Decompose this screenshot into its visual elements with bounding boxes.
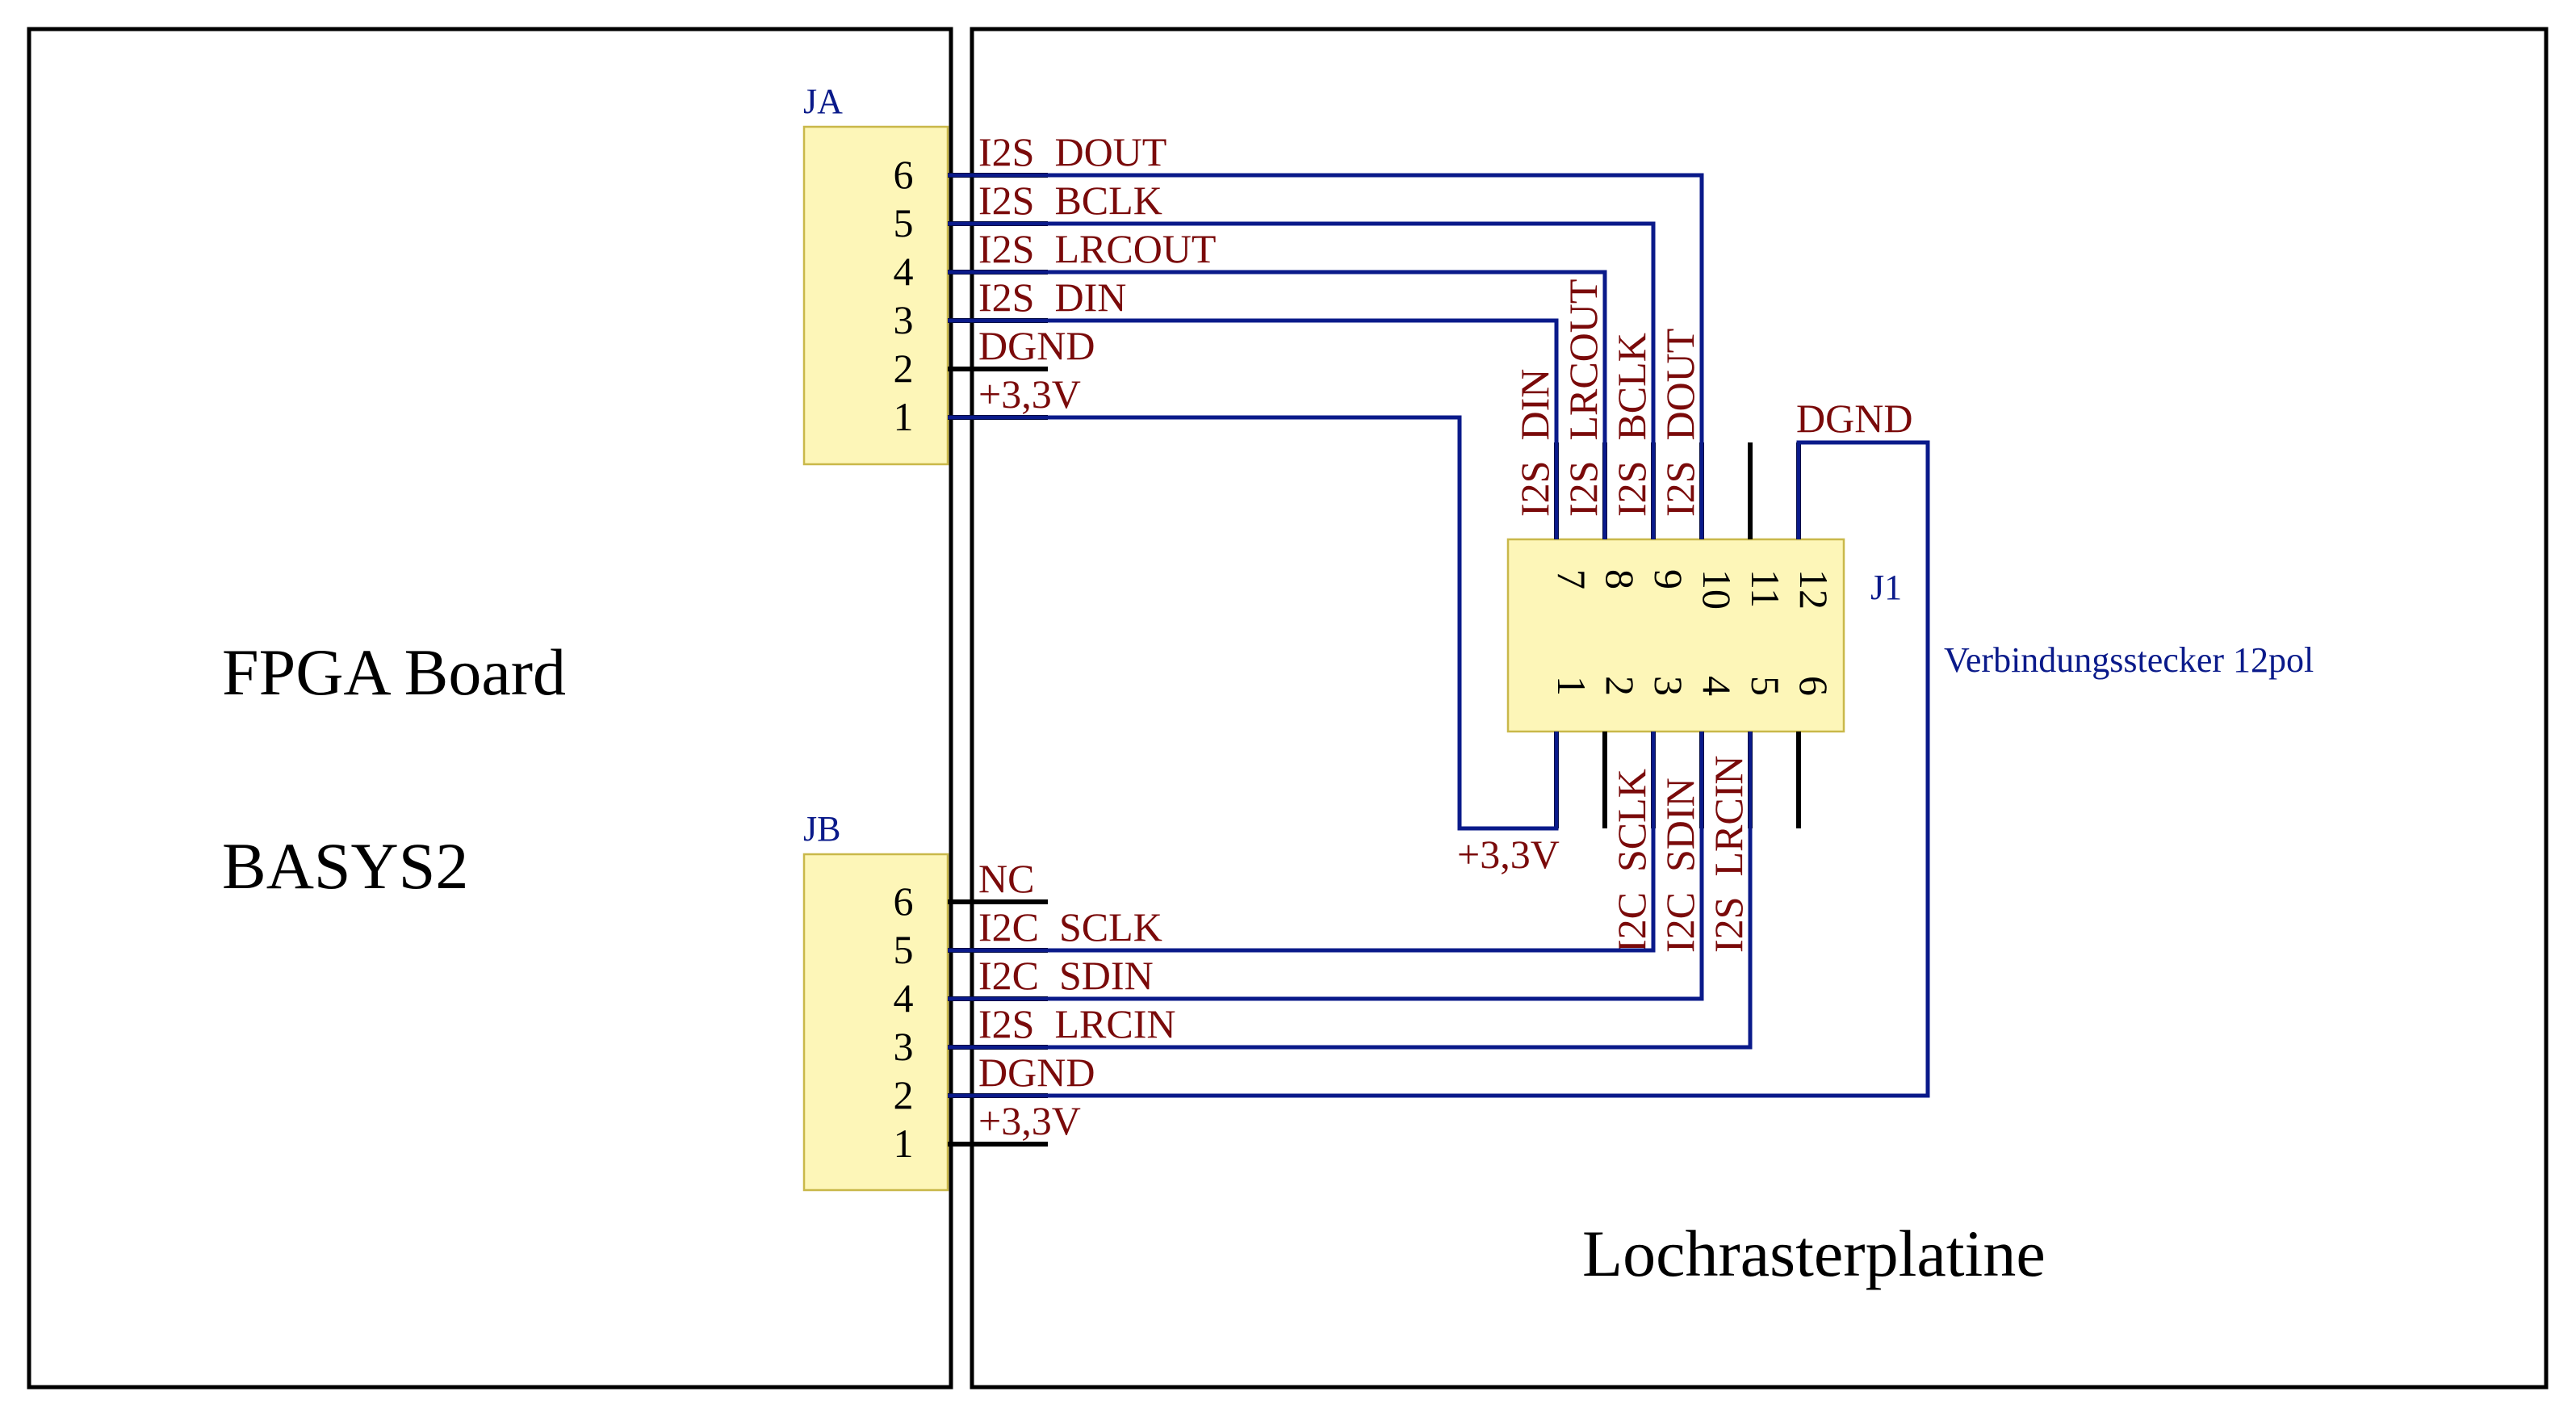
ja-pin-number: 1 [894,394,914,439]
ja-net-label: DGND [978,323,1095,368]
j1-description: Verbindungsstecker 12pol [1944,640,2314,680]
ja-net-label: I2S DIN [978,275,1126,320]
j1-net-label: I2S LRCIN [1706,756,1751,953]
ja-net-label: I2S BCLK [978,178,1162,223]
ja-connector-body [802,125,949,466]
ja-net-label: +3,3V [978,371,1081,417]
j1-pin-number: 12 [1791,569,1837,610]
j1-pin-number: 10 [1694,569,1740,610]
jb-pin-number: 3 [894,1024,914,1069]
j1-bottom-net-labels: I2C SCLK I2C SDIN I2S LRCIN [1609,756,1751,953]
jb-net-label: DGND [978,1050,1095,1095]
wire-dgnd [948,440,1930,1098]
j1-net-label: I2C SDIN [1657,778,1703,953]
wire-i2c-sdin [948,732,1704,1001]
j1-bottom-pin-numbers: 1 2 3 4 5 6 [1549,676,1837,696]
ja-pin-number: 4 [894,249,914,294]
j1-pin-number: 1 [1549,676,1594,696]
j1-connector-body [1506,538,1845,733]
ja-pin-number: 6 [894,152,914,197]
ja-pin-numbers: 6 5 4 3 2 1 [894,152,914,439]
j1-pin-number: 5 [1743,676,1788,696]
ja-designator: JA [803,82,843,121]
jb-net-label: I2C SCLK [978,904,1162,950]
jb-connector-body [802,853,949,1192]
jb-net-label: +3,3V [978,1098,1081,1143]
proto-board-outline [970,27,2549,1390]
jb-pin-number: 1 [894,1121,914,1166]
j1-net-label: I2S LRCOUT [1560,279,1606,517]
jb-pin-numbers: 6 5 4 3 2 1 [894,878,914,1166]
j1-top-pin-numbers: 7 8 9 10 11 12 [1549,569,1837,610]
proto-board-title: Lochrasterplatine [1582,1217,2046,1290]
ja-net-labels: I2S DOUT I2S BCLK I2S LRCOUT I2S DIN DGN… [978,129,1216,417]
fpga-board-outline [27,27,953,1390]
ja-net-label: I2S LRCOUT [978,226,1216,271]
j1-dgnd-label: DGND [1796,396,1912,441]
jb-net-label: I2C SDIN [978,953,1154,998]
wire-i2s-lrcout [948,270,1607,539]
wire-i2s-dout [948,173,1704,539]
j1-pin-number: 11 [1743,569,1788,608]
wires [948,173,1930,1098]
j1-pin-number: 4 [1694,676,1740,696]
jb-designator: JB [803,809,840,849]
j1-pin-number: 2 [1598,676,1643,696]
j1-pin-number: 6 [1791,676,1837,696]
jb-net-label: NC [978,856,1034,901]
jb-pin-number: 2 [894,1072,914,1117]
j1-net-label: I2S DOUT [1657,329,1703,517]
j1-net-label: I2S BCLK [1609,333,1654,517]
wire-i2s-din [948,318,1559,539]
j1-net-label: I2S DIN [1512,369,1557,517]
j1-pin-number: 3 [1646,676,1691,696]
jb-net-label: I2S LRCIN [978,1001,1175,1046]
ja-net-label: I2S DOUT [978,129,1167,174]
j1-power-label: +3,3V [1457,832,1560,877]
ja-pin-number: 2 [894,346,914,391]
j1-pin-number: 7 [1549,569,1594,589]
j1-pin-number: 9 [1646,569,1691,589]
jb-pin-number: 6 [894,878,914,924]
wire-3v3 [948,415,1559,831]
wire-i2c-sclk [948,732,1656,953]
j1-pin-number: 8 [1598,569,1643,589]
jb-net-labels: NC I2C SCLK I2C SDIN I2S LRCIN DGND +3,3… [978,856,1175,1143]
ja-pin-number: 5 [894,200,914,245]
ja-pin-number: 3 [894,297,914,342]
wire-i2s-bclk [948,221,1656,539]
j1-designator: J1 [1870,568,1902,607]
wire-i2s-lrcin [948,732,1753,1050]
j1-top-net-labels: I2S DIN I2S LRCOUT I2S BCLK I2S DOUT [1512,279,1703,517]
jb-pin-number: 5 [894,927,914,972]
fpga-board-title: FPGA Board [222,635,566,709]
fpga-board-subtitle: BASYS2 [222,829,468,903]
j1-net-label: I2C SCLK [1609,769,1654,953]
jb-pin-number: 4 [894,975,914,1021]
